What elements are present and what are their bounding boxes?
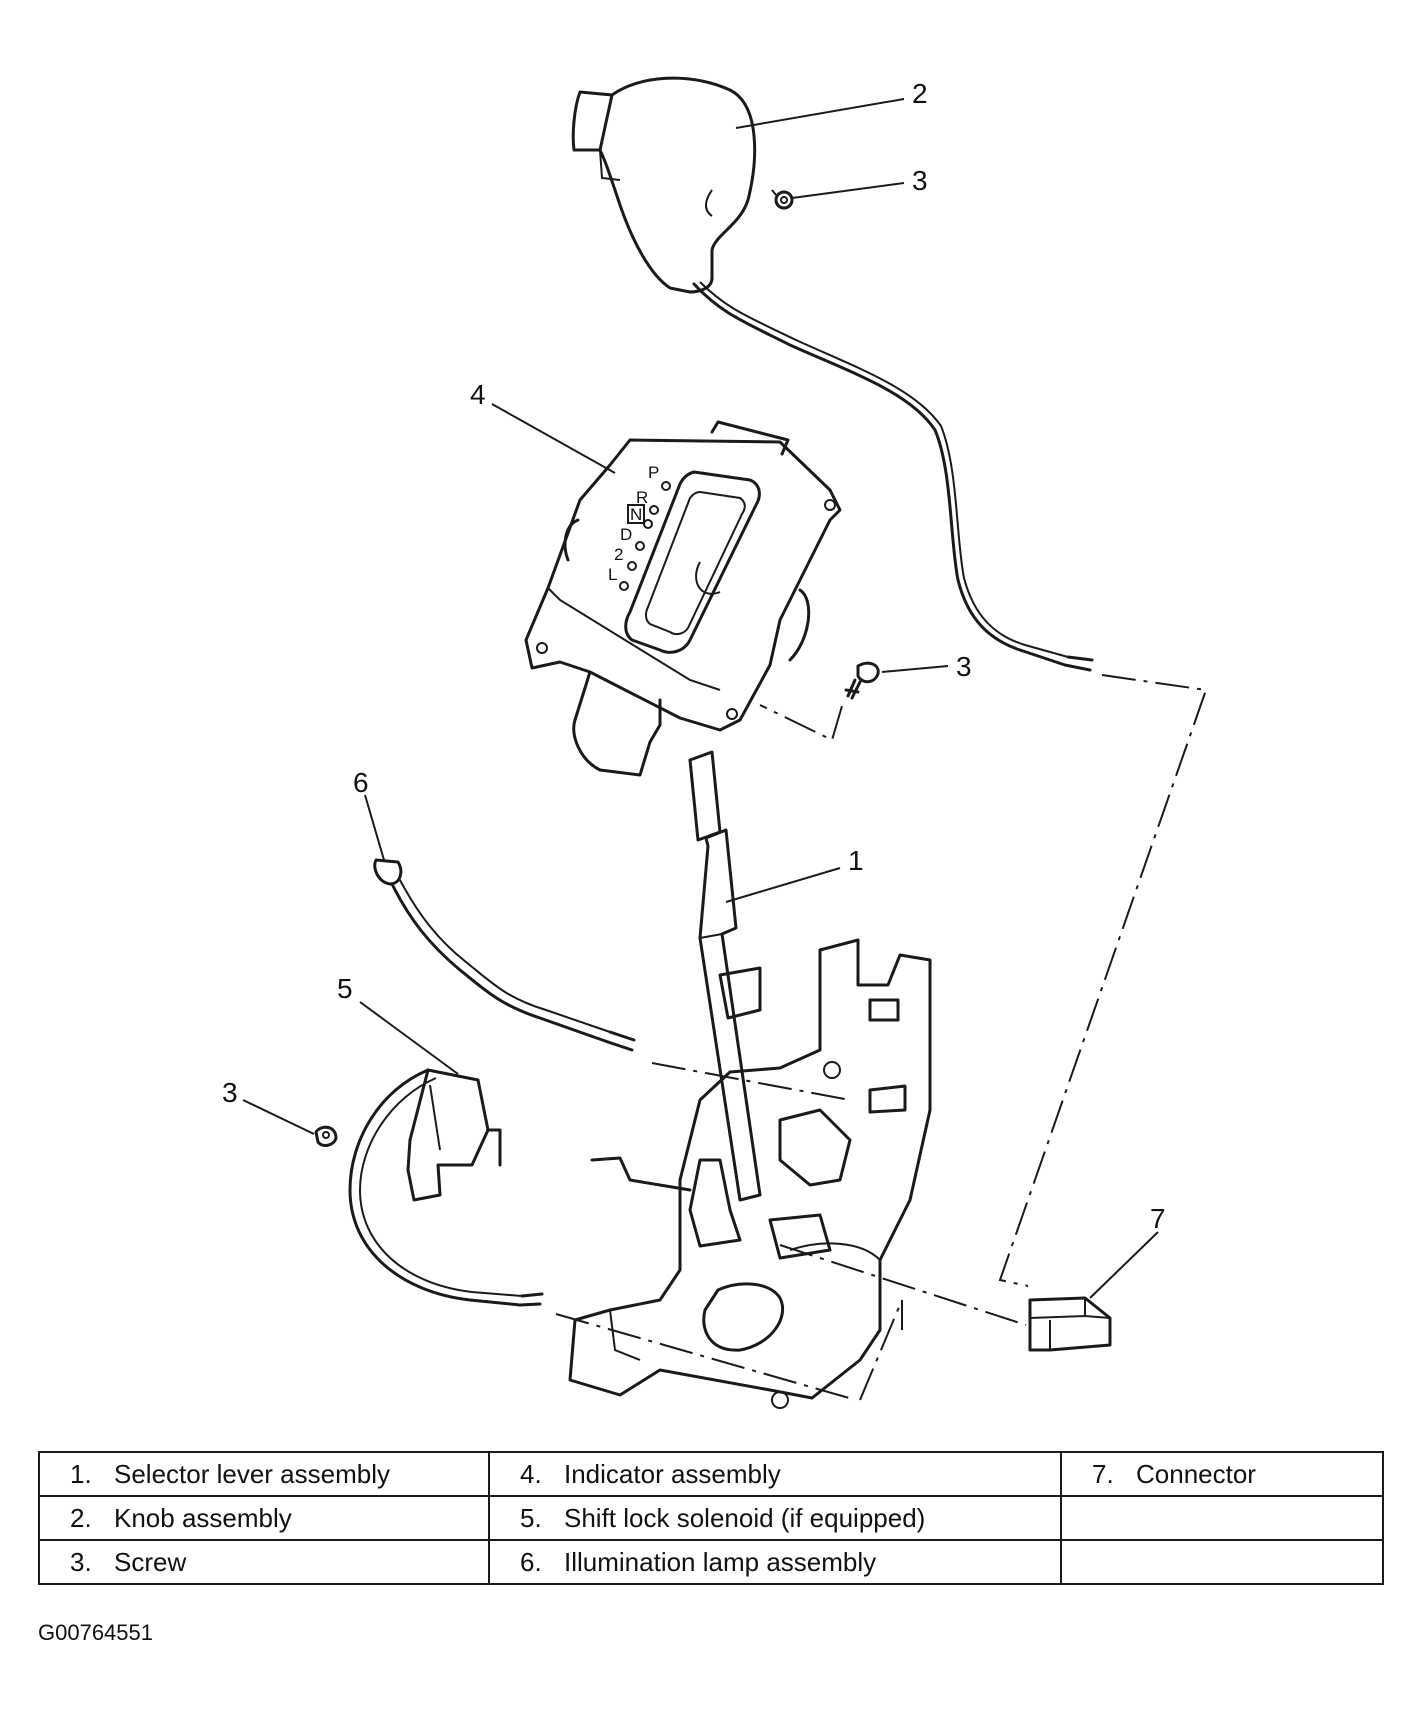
callout-3-bottom: 3 (222, 1077, 238, 1108)
legend-text: Selector lever assembly (114, 1458, 390, 1489)
legend-text: Connector (1136, 1458, 1256, 1489)
callout-4: 4 (470, 379, 486, 410)
illumination-lamp-assembly (373, 858, 636, 1052)
knob-assembly (571, 76, 1094, 672)
callout-3-top: 3 (912, 165, 928, 196)
figure-id: G00764551 (38, 1620, 153, 1645)
legend-text: Shift lock solenoid (if equipped) (564, 1502, 926, 1533)
legend-cell (1060, 1539, 1384, 1585)
legend-cell: 6.Illumination lamp assembly (488, 1539, 1062, 1585)
gear-d-label: D (620, 525, 632, 544)
legend-cell: 2.Knob assembly (38, 1495, 490, 1541)
gear-2-label: 2 (614, 545, 623, 564)
gear-p-label: P (648, 463, 659, 482)
legend-text: Knob assembly (114, 1502, 292, 1533)
callout-3-middle: 3 (956, 651, 972, 682)
shift-lock-solenoid (348, 1068, 544, 1307)
indicator-assembly: P R N D 2 L (524, 420, 842, 777)
connector (1028, 1296, 1112, 1352)
legend-cell (1060, 1495, 1384, 1541)
legend-text: Screw (114, 1546, 187, 1577)
selector-lever-assembly (568, 750, 932, 1409)
gear-n-label: N (630, 505, 642, 524)
callout-7: 7 (1150, 1203, 1166, 1234)
legend-cell: 3.Screw (38, 1539, 490, 1585)
screw-top (771, 189, 794, 210)
gear-l-label: L (608, 565, 617, 584)
legend-text: Indicator assembly (564, 1458, 781, 1489)
exploded-parts-diagram: P R N D 2 L (222, 76, 1208, 1409)
callout-6: 6 (353, 767, 369, 798)
legend-cell: 5.Shift lock solenoid (if equipped) (488, 1495, 1062, 1541)
legend-cell: 4.Indicator assembly (488, 1451, 1062, 1497)
legend-row: 3.Screw 6.Illumination lamp assembly (38, 1539, 1384, 1585)
screw-middle (844, 661, 880, 700)
callout-1: 1 (848, 845, 864, 876)
gear-r-label: R (636, 488, 648, 507)
legend-text: Illumination lamp assembly (564, 1546, 877, 1577)
parts-legend-table: 1.Selector lever assembly 4.Indicator as… (38, 1451, 1384, 1585)
legend-cell: 7.Connector (1060, 1451, 1384, 1497)
screw-bottom (314, 1125, 338, 1147)
callout-5: 5 (337, 973, 353, 1004)
legend-cell: 1.Selector lever assembly (38, 1451, 490, 1497)
legend-row: 1.Selector lever assembly 4.Indicator as… (38, 1451, 1384, 1497)
callout-2: 2 (912, 78, 928, 109)
legend-row: 2.Knob assembly 5.Shift lock solenoid (i… (38, 1495, 1384, 1541)
